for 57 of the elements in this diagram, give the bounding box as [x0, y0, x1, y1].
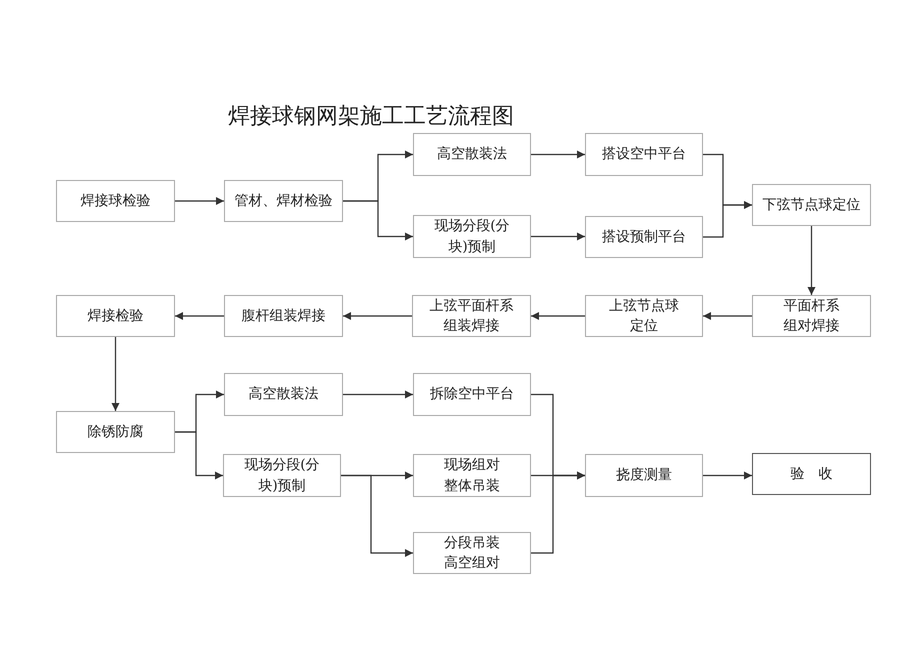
process-box — [413, 215, 531, 258]
arrow — [808, 226, 816, 295]
arrow — [343, 390, 413, 398]
arrow — [703, 472, 752, 480]
arrow — [531, 232, 585, 240]
process-box — [224, 295, 343, 337]
step-label: 焊接检验 — [88, 306, 144, 326]
process-box — [752, 453, 871, 495]
process-box — [56, 411, 175, 453]
step-label: 除锈防腐 — [88, 422, 144, 442]
process-box — [413, 532, 531, 574]
step-label: 分段吊装高空组对 — [442, 534, 501, 573]
arrow — [343, 200, 413, 240]
step-label: 高空散装法 — [437, 145, 507, 164]
step-label: 管材、焊材检验 — [234, 192, 332, 211]
process-box — [412, 295, 531, 337]
process-box — [752, 295, 871, 337]
step-label: 高空散装法 — [248, 385, 318, 404]
step-label: 现场分段(分块)预制 — [434, 217, 510, 256]
step-label: 平面杆系组对焊接 — [782, 296, 840, 336]
arrow — [703, 312, 752, 320]
step-label: 搭设空中平台 — [602, 145, 686, 164]
step-label: 拆除空中平台 — [430, 385, 514, 404]
step-label: 验 收 — [790, 464, 832, 484]
step-label: 焊接球检验 — [80, 192, 150, 211]
step-label: 搭设预制平台 — [602, 228, 686, 247]
process-box — [585, 216, 703, 258]
arrow — [531, 150, 585, 158]
arrow — [531, 312, 585, 320]
step-label: 上弦平面杆系组装焊接 — [428, 296, 514, 336]
step-label: 上弦节点球定位 — [608, 296, 680, 336]
process-box — [585, 295, 703, 337]
step-label: 腹杆组装焊接 — [242, 306, 326, 326]
arrow — [175, 312, 224, 320]
process-box — [413, 373, 531, 416]
step-label: 现场组对整体吊装 — [442, 456, 501, 496]
arrow — [703, 201, 752, 238]
arrow — [175, 431, 223, 480]
diagram-title: 焊接球钢网架施工工艺流程图 — [228, 103, 514, 131]
process-box — [224, 180, 343, 222]
process-box — [752, 184, 871, 226]
process-box — [224, 373, 343, 416]
arrow — [175, 197, 224, 205]
process-box — [56, 295, 175, 337]
arrow — [112, 337, 120, 411]
process-box — [585, 454, 703, 497]
arrow — [343, 312, 412, 320]
step-label: 挠度测量 — [616, 466, 672, 486]
step-label: 现场分段(分块)预制 — [244, 456, 320, 496]
process-box — [585, 133, 703, 176]
process-box — [413, 133, 531, 176]
process-box — [56, 180, 175, 222]
process-box — [223, 454, 341, 497]
step-label: 下弦节点球定位 — [762, 196, 860, 215]
arrow — [531, 472, 585, 554]
arrow — [341, 474, 413, 557]
process-box — [413, 454, 531, 497]
